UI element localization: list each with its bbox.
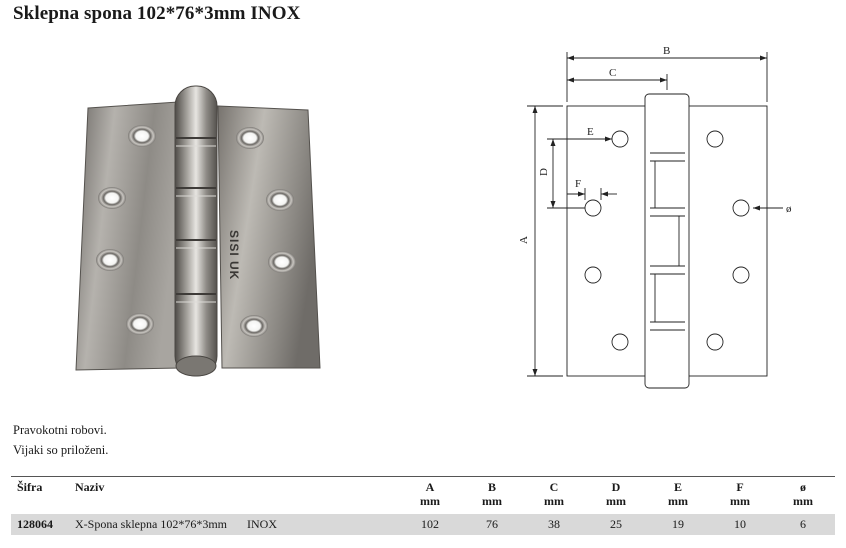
note-screws: Vijaki so priloženi.: [13, 443, 109, 457]
page-title: Sklepna spona 102*76*3mm INOX: [13, 3, 301, 24]
cell-material: INOX: [247, 517, 277, 531]
dim-label-d: D: [538, 168, 550, 176]
note-edges: Pravokotni robovi.: [13, 423, 107, 437]
left-leaf: [75, 101, 181, 371]
screw-hole: [96, 249, 124, 271]
screw-holes: [96, 125, 296, 337]
dim-label-b: B: [663, 45, 670, 57]
dim-label-dia: ø: [786, 203, 792, 215]
cell-a: 102: [421, 517, 439, 531]
hinge-barrel: [174, 85, 218, 377]
cell-c: 38: [548, 517, 560, 531]
dim-label-f: F: [575, 178, 581, 190]
screw-hole: [98, 187, 126, 209]
dim-label-c: C: [609, 67, 616, 79]
cell-b: 76: [486, 517, 498, 531]
screw-hole: [266, 189, 294, 211]
cell-code: 128064: [17, 517, 53, 531]
dim-label-a: A: [518, 236, 530, 244]
cell-e: 19: [672, 517, 684, 531]
screw-hole: [236, 127, 264, 149]
screw-hole: [128, 125, 156, 147]
cell-f: 10: [734, 517, 746, 531]
cell-dia: 6: [800, 517, 806, 531]
notes: Pravokotni robovi. Vijaki so priloženi.: [13, 420, 108, 460]
cell-d: 25: [610, 517, 622, 531]
technical-drawing: B C A D E F ø: [518, 45, 792, 389]
engraving-text: SISI UK: [227, 230, 241, 280]
dim-label-e: E: [587, 126, 594, 138]
col-header-name: Naziv: [75, 480, 105, 494]
hinge-photo: SISI UK: [75, 85, 321, 377]
col-header-code: Šifra: [17, 480, 43, 494]
screw-hole: [268, 251, 296, 273]
screw-hole: [126, 313, 154, 335]
right-leaf: [217, 105, 321, 369]
barrel-outline: [644, 93, 690, 389]
screw-hole: [240, 315, 268, 337]
